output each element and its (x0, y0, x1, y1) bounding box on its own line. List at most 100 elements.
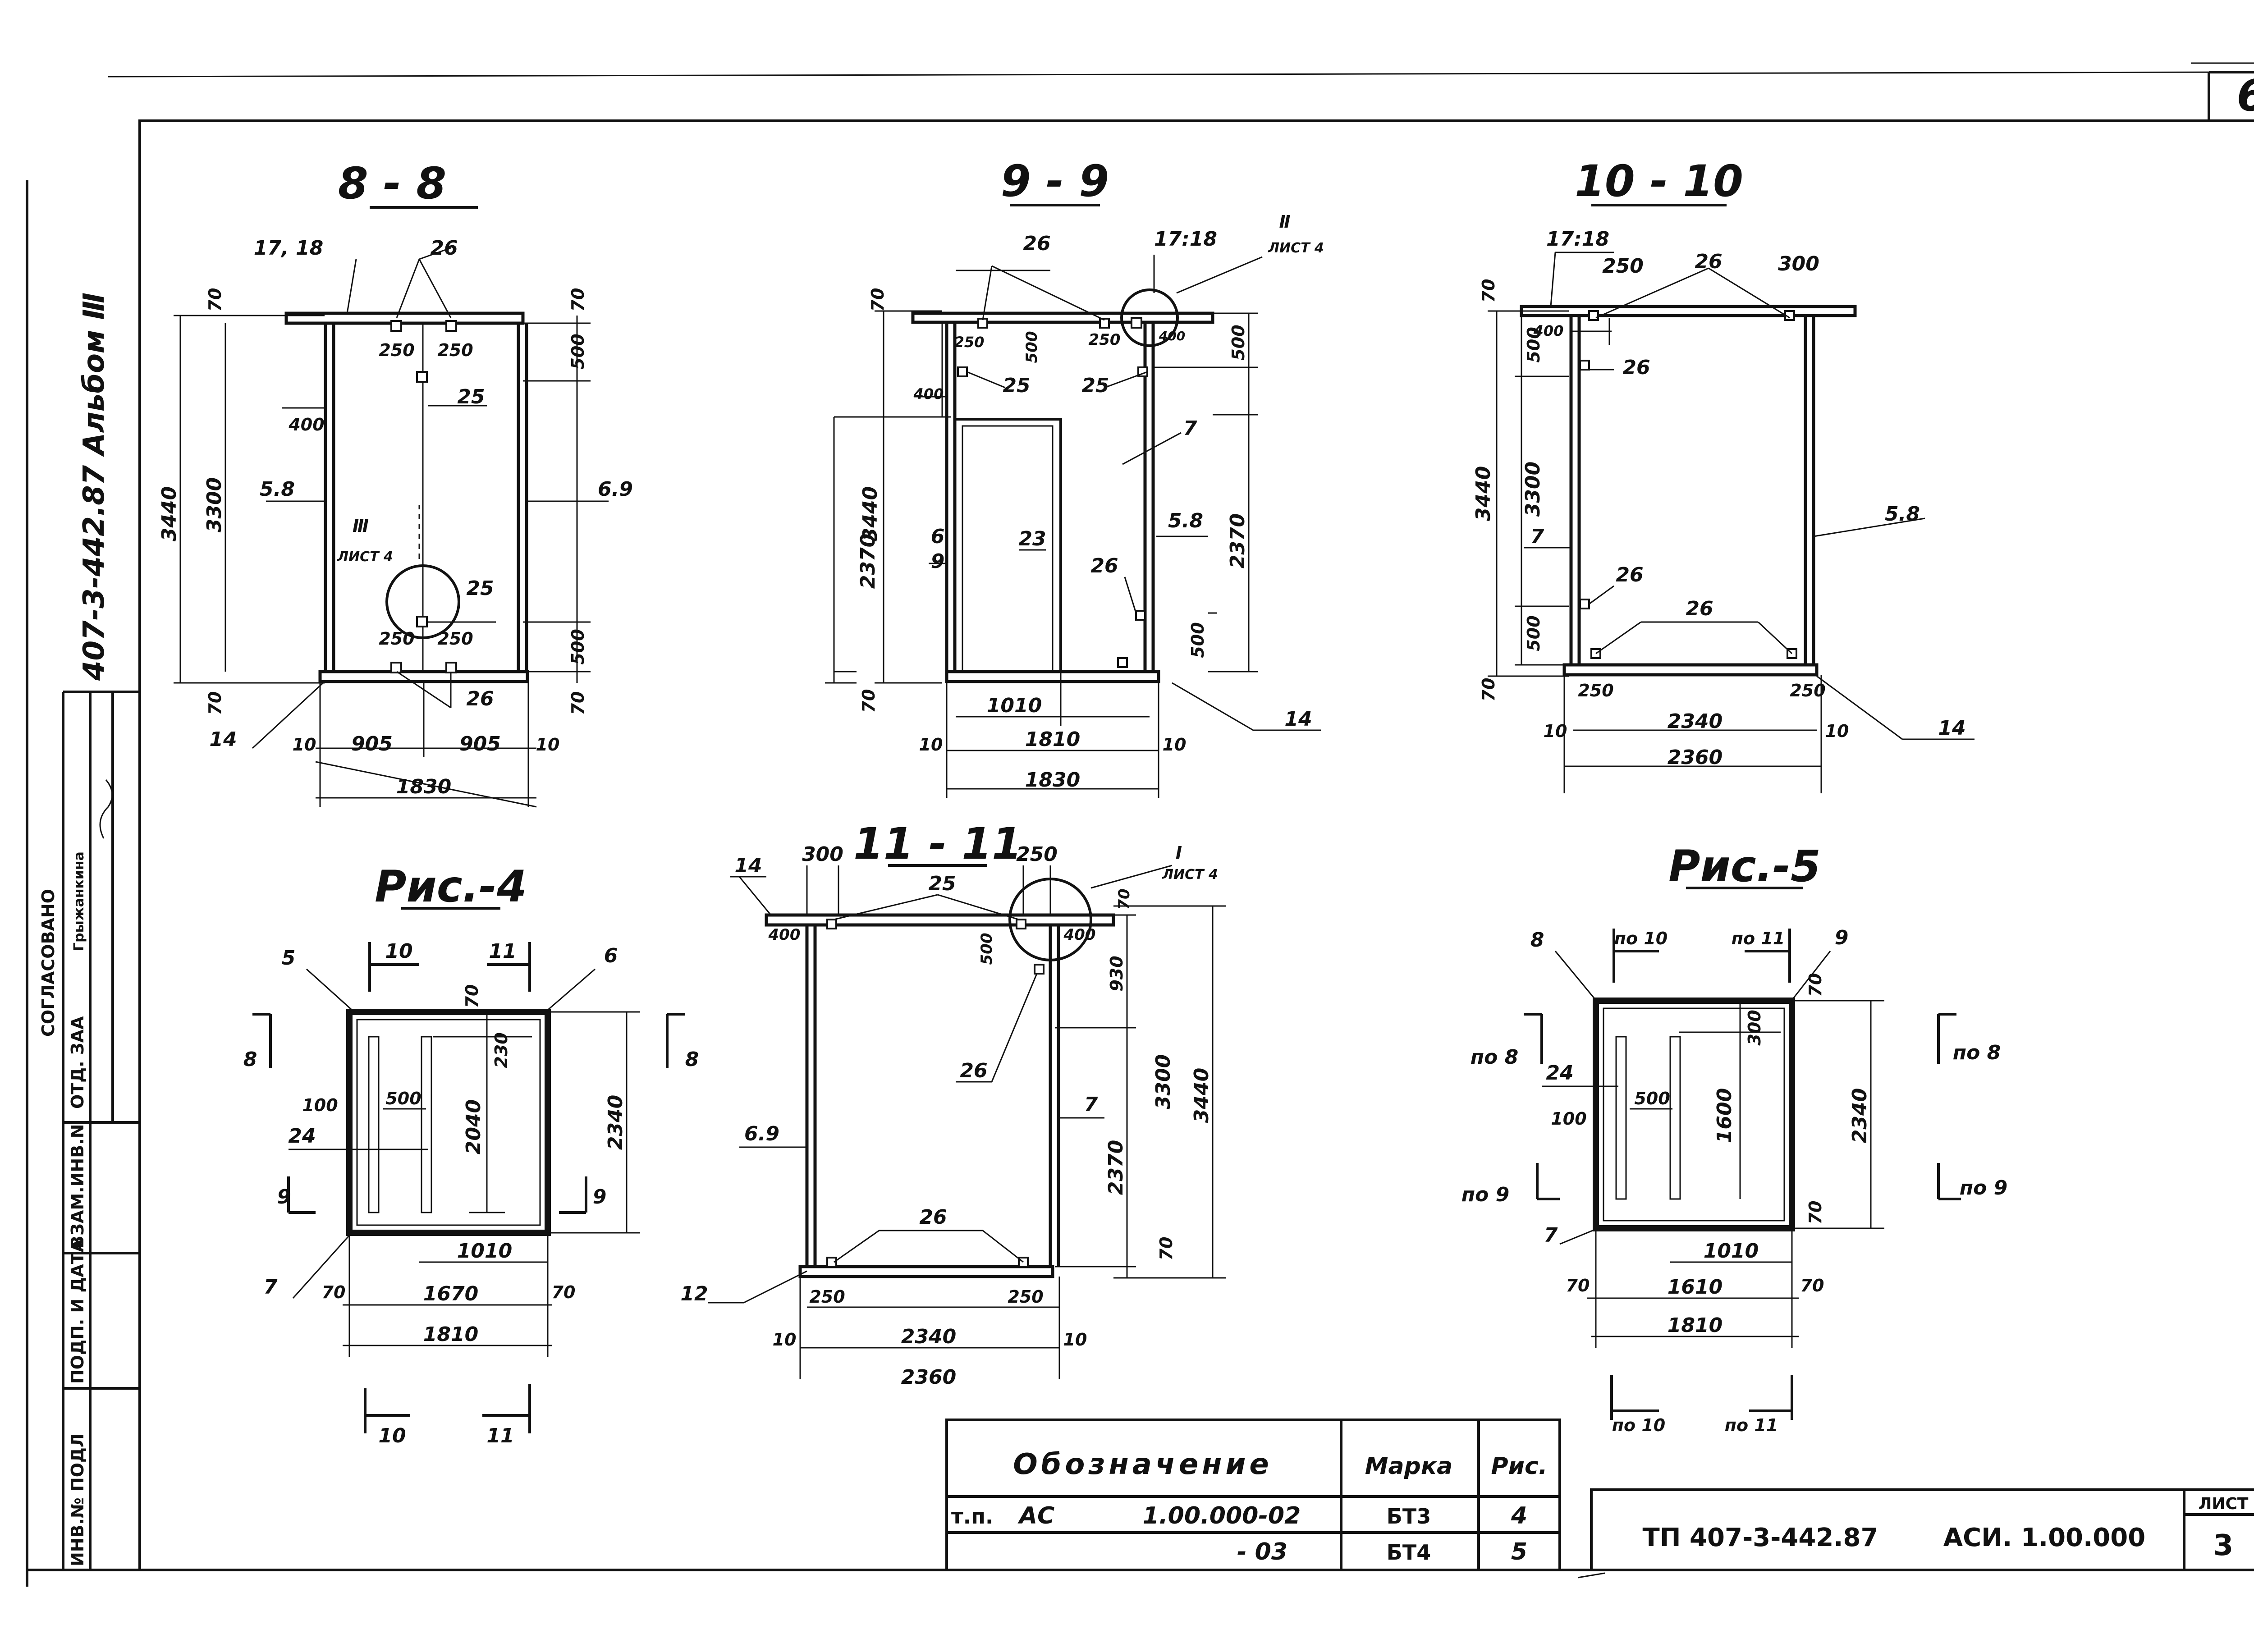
dim-label: 250 (437, 340, 473, 360)
callout-sheet: ЛИСТ 4 (1162, 867, 1218, 883)
tag-label: по 10 (1614, 929, 1668, 948)
signature-mark (99, 779, 113, 839)
dim-label: 250 (954, 334, 985, 351)
agreed-person-name: Грыжанкина (71, 851, 87, 951)
dim-label: 250 (1790, 681, 1825, 700)
dim-label: 2040 (462, 1099, 485, 1154)
tag-label: 6.9 (598, 478, 633, 501)
tag-label: 17:18 (1546, 228, 1609, 251)
dim-label: 2340 (1848, 1088, 1871, 1143)
figure-5-tags: 8 по 10 по 11 9 по 8 по 8 24 по 9 по 9 7… (1461, 926, 2008, 1435)
tag-label: 5.8 (260, 478, 295, 501)
section-9-9-tags: 26 17:18 25 25 7 6 9 23 5.8 26 14 Ⅱ ЛИСТ… (931, 212, 1324, 731)
stray-mark (1577, 1572, 1605, 1579)
tag-label: 9 (931, 550, 945, 573)
figure-4-plan: Рис.-4 (252, 861, 685, 1433)
project-code: ТП 407-3-442.87 (1642, 1523, 1878, 1552)
dim-label: 70 (1805, 1201, 1825, 1225)
spec-row-1: т.п. АС 1.00.000-02 БТ3 4 (951, 1502, 1527, 1529)
tag-label: 11 (486, 1424, 514, 1447)
dim-label: 70 (859, 689, 879, 713)
dim-label: 10 (773, 1330, 797, 1350)
dim-label: 1010 (457, 1240, 512, 1263)
dim-label: 500 (1524, 327, 1544, 362)
row-mark: БТ3 (1387, 1504, 1431, 1528)
dim-label: 250 (379, 340, 414, 360)
section-9-9-dims: 70 3440 2370 70 250 500 400 250 400 500 … (857, 288, 1249, 792)
dim-label: 3440 (1472, 466, 1495, 521)
dim-label: 3440 (859, 486, 882, 541)
dim-label: 10 (293, 735, 316, 755)
dim-label: 250 (379, 629, 414, 649)
dim-label: 230 (491, 1032, 511, 1068)
dim-label: 400 (1063, 926, 1096, 944)
section-9-9: 9 - 9 (825, 156, 1321, 798)
dim-label: 3300 (1152, 1054, 1175, 1109)
corner-sheet-number: 6 (2237, 70, 2254, 121)
detail-callout-circle (385, 564, 460, 639)
section-title: 11 - 11 (853, 819, 1022, 869)
tag-label: 10 (378, 1424, 406, 1447)
dim-label: 70 (1805, 973, 1825, 997)
tag-label: 26 (1695, 250, 1722, 273)
frame-border (138, 119, 2254, 1571)
document-code: АСИ. 1.00.000 (1943, 1523, 2145, 1552)
dim-label: 1010 (1704, 1240, 1759, 1263)
tag-label: 26 (430, 237, 458, 260)
floor-slab (1562, 663, 1819, 677)
figure-title: Рис.-5 (1668, 841, 1821, 892)
section-title: 8 - 8 (338, 158, 446, 209)
floor-slab (798, 1265, 1054, 1278)
figure-5-plan: Рис.-5 (1524, 841, 1961, 1420)
tag-label: 14 (1284, 708, 1312, 731)
dim-label: 70 (1800, 1276, 1824, 1295)
figure-title: Рис.-4 (375, 861, 527, 912)
tag-label: 24 (288, 1125, 316, 1148)
dim-label: 3300 (1521, 462, 1544, 517)
dim-label: 400 (913, 385, 944, 403)
dim-label: 250 (1602, 255, 1644, 278)
tag-label: 25 (1003, 374, 1030, 397)
replace-inventory-label: ВЗАМ.ИНВ.N (68, 1124, 87, 1249)
dim-label: 70 (1479, 678, 1498, 702)
dim-label: 10 (1825, 721, 1849, 741)
dim-label: 10 (1544, 721, 1567, 741)
floor-slab (318, 670, 529, 683)
dim-label: 70 (1115, 888, 1133, 910)
tag-label: по 10 (1612, 1415, 1665, 1435)
dim-label: 70 (205, 288, 225, 312)
callout-number: Ⅲ (353, 516, 369, 536)
section-8-8-tags: 17, 18 26 25 5.8 6.9 25 26 14 Ⅲ ЛИСТ 4 (209, 237, 633, 751)
dim-label: 3440 (1190, 1068, 1213, 1123)
agreed-label: СОГЛАСОВАНО (38, 889, 58, 1037)
left-margin-stamp (26, 180, 140, 1587)
dim-label: 500 (568, 629, 588, 664)
callout-sheet: ЛИСТ 4 (337, 549, 393, 565)
dim-label: 1830 (396, 775, 451, 798)
tag-label: 5.8 (1885, 503, 1920, 526)
dim-label: 400 (1159, 329, 1185, 343)
roof-slab (765, 913, 1115, 927)
dim-label: 250 (1578, 681, 1613, 700)
dim-label: 905 (351, 732, 393, 755)
roof-slab (911, 311, 1214, 324)
dim-label: 500 (385, 1089, 421, 1108)
dim-label: 70 (868, 288, 888, 312)
dim-label: 70 (1156, 1237, 1176, 1261)
section-10-10-tags: 17:18 26 26 7 5.8 26 26 14 (1530, 228, 1966, 740)
dim-label: 10 (919, 735, 943, 755)
signature-date-label: ПОДП. И ДАТА (68, 1239, 87, 1384)
dim-label: 10 (1163, 735, 1187, 755)
dim-label: 500 (1023, 331, 1041, 363)
dim-label: 300 (1745, 1010, 1764, 1045)
tag-label: 5 (282, 947, 296, 970)
dim-label: 70 (1566, 1276, 1590, 1295)
dim-label: 2360 (901, 1366, 956, 1389)
spec-table (945, 1419, 1561, 1571)
dim-label: 10 (1063, 1330, 1087, 1350)
album-code: 407-3-442.87 Альбом Ⅲ (78, 293, 111, 681)
dim-label: 2370 (1104, 1140, 1127, 1195)
tag-label: 17:18 (1154, 228, 1217, 251)
dim-label: 1010 (987, 694, 1042, 717)
